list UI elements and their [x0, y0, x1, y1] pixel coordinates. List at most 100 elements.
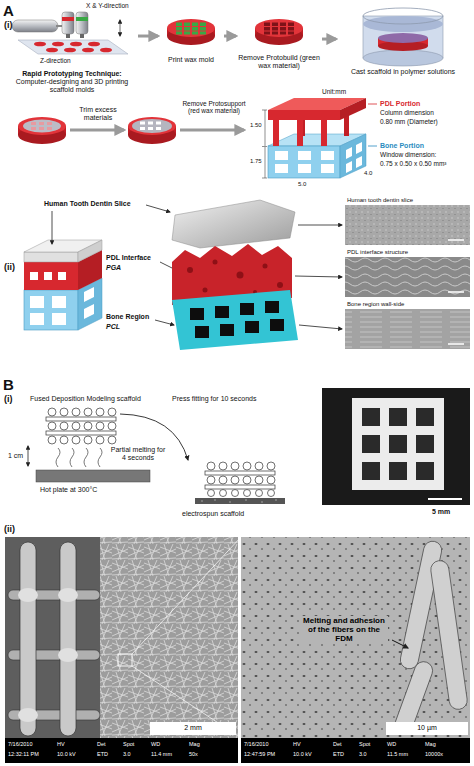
- micro-ct-render-part-part: [190, 308, 204, 320]
- figure-label: A: [3, 2, 14, 19]
- figure-label: Trim excess materials: [68, 106, 128, 122]
- figure-label: 5.0: [298, 181, 306, 188]
- cast-disc: [18, 117, 66, 144]
- printer-illustration-part: [76, 17, 88, 21]
- micro-ct-render-part: [172, 290, 298, 350]
- wax-mold-disc-part-part: [192, 32, 198, 35]
- figure-label: Bone Portion: [380, 142, 424, 150]
- step-caption: Cast scaffold in polymer solutions: [351, 68, 455, 76]
- scaffold-model-part-part: [275, 164, 288, 173]
- process-arrow: [180, 129, 244, 132]
- sem-micrographs-part: [448, 343, 464, 345]
- figure-label: PDL interface structure: [347, 249, 408, 256]
- figure-label: B: [3, 376, 14, 393]
- pressed-scaffold-part-part: [231, 476, 239, 484]
- sem-low-mag-part: [5, 738, 238, 763]
- scaffold-schematic-part: [146, 205, 170, 212]
- scaffold-model-part-part: [297, 120, 303, 146]
- scaffold-model-part-part: [298, 164, 311, 173]
- fdm-stack-part-part: [56, 448, 60, 467]
- sem-high-mag-part: [241, 738, 470, 763]
- scaffold-photo-part-part: [416, 408, 434, 426]
- trimmed-disc-part-part: [148, 127, 153, 130]
- sem-info-text: 11.4 mm: [151, 751, 172, 757]
- scaffold-model-part: [262, 178, 267, 179]
- scaffold-schematic-part: [30, 272, 66, 280]
- scaffold-model-part: [262, 146, 267, 147]
- fdm-stack-part-part: [108, 422, 116, 430]
- micro-ct-render-part-part: [265, 301, 279, 313]
- pressed-scaffold-part-part: [232, 490, 239, 497]
- fdm-stack-part-part: [108, 408, 116, 416]
- fdm-stack-part: [46, 408, 116, 444]
- cast-disc-part-part: [39, 122, 44, 125]
- sem-low-mag-part-part: [18, 588, 38, 602]
- figure-label: PGA: [106, 264, 121, 272]
- figure-label: Bone region wall-side: [347, 301, 404, 308]
- pressed-scaffold-part-part: [219, 476, 227, 484]
- pressed-scaffold-part-part: [208, 490, 215, 497]
- printer-illustration-part-part: [34, 42, 46, 47]
- scaffold-photo-part-part: [362, 435, 380, 453]
- sem-low-mag: [5, 537, 241, 763]
- printer-illustration-part: [62, 12, 74, 34]
- scaffold-model-part-part: [273, 120, 279, 146]
- casting-beaker: [363, 8, 443, 66]
- sem-low-mag-part: [132, 666, 241, 738]
- scaffold-model-part: [265, 110, 266, 146]
- pressed-scaffold-part-part: [201, 500, 203, 502]
- scaffold-model-part: [368, 104, 377, 105]
- pressed-scaffold-part-part: [220, 490, 227, 497]
- micro-ct-render-part: [295, 276, 342, 277]
- micro-ct-render-part-part: [245, 321, 259, 333]
- trimmed-disc-part-part: [156, 127, 161, 130]
- cast-disc-part: [23, 120, 61, 133]
- printer-illustration-part-part: [46, 48, 58, 53]
- protobuild-removed-disc-part: [264, 23, 294, 35]
- step-panel: Print wax mold: [160, 8, 222, 64]
- figure-label: 2 mm: [150, 724, 236, 732]
- sem-info-text: Det: [97, 741, 106, 747]
- protobuild-removed-disc-part-part: [272, 23, 278, 27]
- protobuild-removed-disc-part-part: [264, 32, 270, 35]
- step-panel: Remove Protobuild (green wax material): [238, 8, 320, 70]
- figure-label: 1 cm: [8, 452, 23, 460]
- figure-label: Z-direction: [40, 57, 71, 64]
- sem-info-text: Mag: [189, 741, 200, 747]
- sem-low-mag-part: [5, 537, 238, 738]
- sem-low-mag-part: [118, 654, 132, 666]
- pressed-scaffold-part-part: [219, 462, 227, 470]
- figure-label: PDL Interface: [106, 254, 151, 262]
- scaffold-schematic-part-part: [58, 272, 66, 280]
- scaffold-schematic-part-part: [30, 313, 44, 325]
- sem-info-text: 10.0 kV: [57, 751, 76, 757]
- pressed-scaffold-part-part: [267, 462, 275, 470]
- scaffold-schematic-part-part: [84, 287, 94, 302]
- fdm-stack-part: [56, 448, 102, 467]
- cast-disc-part: [18, 117, 66, 135]
- scaffold-schematic-part-part: [30, 272, 38, 280]
- wax-mold-disc-part-part: [200, 32, 206, 35]
- pressed-scaffold-part-part: [255, 476, 263, 484]
- sem-high-mag-part: [386, 722, 468, 735]
- sem-info-text: Spot: [123, 741, 134, 747]
- fdm-stack-part-part: [48, 422, 56, 430]
- micro-ct-render-part-part: [237, 272, 244, 279]
- figure-label: Remove Protosupport (red wax material): [176, 100, 252, 115]
- fdm-stack-part-part: [70, 448, 74, 467]
- wax-mold-disc-part-part: [184, 27, 190, 31]
- micro-ct-render-part-part: [270, 319, 284, 331]
- fdm-stack: [28, 408, 188, 482]
- protobuild-removed-disc-part-part: [280, 23, 286, 27]
- process-arrow: [138, 35, 158, 38]
- sem-low-mag-part-part: [20, 542, 36, 736]
- figure-label: Column dimension: [380, 109, 434, 116]
- scaffold-model-part-part: [356, 156, 362, 168]
- printer-illustration-part: [12, 20, 58, 32]
- printer-illustration: [12, 12, 128, 54]
- protobuild-removed-disc-part-part: [288, 27, 294, 31]
- cast-disc-part-part: [39, 127, 44, 130]
- scaffold-photo-part: [362, 408, 434, 480]
- fdm-stack-part-part: [84, 448, 88, 467]
- micro-ct-render-part-part: [187, 267, 193, 273]
